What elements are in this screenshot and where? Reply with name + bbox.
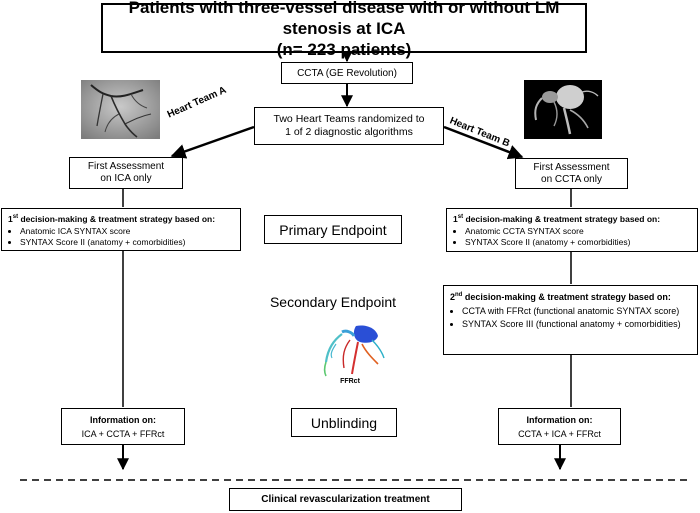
title-line-2: (n= 223 patients): [276, 39, 412, 59]
decision1-b-list: Anatomic CCTA SYNTAX score SYNTAX Score …: [453, 226, 691, 248]
decision1-b-box: 1st decision-making & treatment strategy…: [446, 208, 698, 252]
information-b-content: CCTA + ICA + FFRct: [518, 428, 601, 439]
decision1-b-heading-text: decision-making & treatment strategy bas…: [463, 213, 661, 224]
first-assessment-a-line-1: First Assessment: [87, 161, 165, 172]
ffrct-model-image: [316, 322, 386, 377]
clinical-revascularization-box: Clinical revascularization treatment: [229, 488, 462, 511]
title-line-1: Patients with three-vessel disease with …: [128, 0, 560, 38]
arrow-to-team-a: [170, 125, 255, 159]
randomization-box: Two Heart Teams randomized to 1 of 2 dia…: [254, 107, 444, 145]
decision1-a-list: Anatomic ICA SYNTAX score SYNTAX Score I…: [8, 226, 234, 248]
decision1-a-heading: 1st decision-making & treatment strategy…: [8, 212, 234, 225]
secondary-endpoint-label: Secondary Endpoint: [262, 288, 404, 316]
decision1-b-ordinal: st: [457, 214, 464, 220]
information-b-box: Information on: CCTA + ICA + FFRct: [498, 408, 621, 445]
decision1-a-item: Anatomic ICA SYNTAX score: [20, 226, 234, 237]
decision2-b-item: CCTA with FFRct (functional anatomic SYN…: [462, 305, 691, 318]
decision2-b-heading-text: decision-making & treatment strategy bas…: [462, 292, 671, 302]
decision2-b-list: CCTA with FFRct (functional anatomic SYN…: [450, 305, 691, 331]
information-a-content: ICA + CCTA + FFRct: [81, 428, 165, 439]
decision1-a-box: 1st decision-making & treatment strategy…: [1, 208, 241, 251]
decision2-b-ordinal: nd: [455, 292, 463, 298]
decision1-b-item: SYNTAX Score II (anatomy + comorbidities…: [465, 237, 691, 248]
decision1-a-heading-number: 1: [8, 213, 13, 224]
unblinding-box: Unblinding: [291, 408, 397, 437]
decision2-b-item: SYNTAX Score III (functional anatomy + c…: [462, 318, 691, 331]
angiography-image: [81, 80, 160, 139]
first-assessment-b-box: First Assessment on CCTA only: [515, 158, 628, 189]
first-assessment-a-box: First Assessment on ICA only: [69, 157, 183, 189]
decision2-b-heading: 2nd decision-making & treatment strategy…: [450, 289, 691, 304]
ccta-box: CCTA (GE Revolution): [281, 62, 413, 84]
ffrct-label: FFRct: [340, 378, 360, 385]
decision2-b-heading-number: 2: [450, 292, 456, 302]
decision2-b-box: 2nd decision-making & treatment strategy…: [443, 285, 698, 355]
ct-3d-heart-image: [524, 80, 602, 139]
arrow-to-team-b: [443, 125, 524, 160]
information-b-heading: Information on:: [526, 414, 593, 425]
randomization-line-1: Two Heart Teams randomized to: [273, 113, 425, 125]
decision1-a-item: SYNTAX Score II (anatomy + comorbidities…: [20, 237, 234, 248]
randomization-line-2: 1 of 2 diagnostic algorithms: [285, 126, 413, 138]
first-assessment-b-line-1: First Assessment: [533, 161, 610, 173]
decision1-b-item: Anatomic CCTA SYNTAX score: [465, 226, 691, 237]
decision1-b-heading: 1st decision-making & treatment strategy…: [453, 212, 691, 225]
decision1-a-ordinal: st: [12, 214, 19, 220]
decision1-b-heading-number: 1: [453, 213, 458, 224]
decision1-a-heading-text: decision-making & treatment strategy bas…: [18, 213, 216, 224]
information-a-box: Information on: ICA + CCTA + FFRct: [61, 408, 185, 445]
primary-endpoint-box: Primary Endpoint: [264, 215, 402, 244]
population-title-box: Patients with three-vessel disease with …: [101, 0, 587, 59]
first-assessment-a-line-2: on ICA only: [100, 173, 152, 184]
first-assessment-b-line-2: on CCTA only: [541, 173, 602, 185]
information-a-heading: Information on:: [90, 414, 156, 425]
